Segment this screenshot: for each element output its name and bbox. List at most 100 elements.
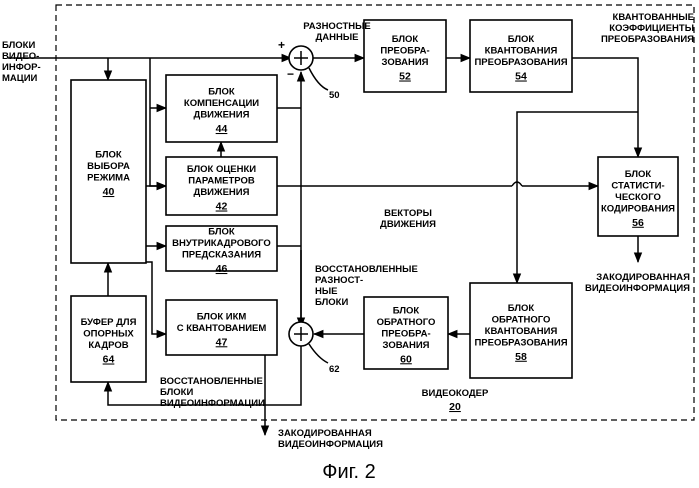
reference-frame-buffer-block-label-line: КАДРОВ <box>88 340 128 351</box>
quantized-coefficients-label: КВАНТОВАННЫЕКОЭФФИЦИЕНТЫПРЕОБРАЗОВАНИЯ <box>601 12 694 45</box>
quantization-block-label-line: БЛОК <box>508 34 535 45</box>
inverse-transform-block-label-line: ЗОВАНИЯ <box>383 340 430 351</box>
reconstructed-residual-label-line: НЫЕ <box>315 286 338 297</box>
leader-62 <box>309 344 328 363</box>
plus-sign: + <box>278 38 285 52</box>
inverse-transform-block-number: 60 <box>400 353 412 365</box>
mode-select-block-label-line: БЛОК <box>95 150 122 161</box>
mode-select-block-label-line: РЕЖИМА <box>87 173 130 184</box>
encoder-label: ВИДЕОКОДЕР <box>422 388 489 399</box>
motion-compensation-block-label-line: КОМПЕНСАЦИИ <box>184 98 259 109</box>
transform-block-label-line: БЛОК <box>392 34 419 45</box>
blocks: БЛОКВЫБОРАРЕЖИМА40БЛОККОМПЕНСАЦИИДВИЖЕНИ… <box>71 20 678 382</box>
motion-compensation-block-label-line: ДВИЖЕНИЯ <box>194 110 250 121</box>
motion-compensation-block-label-line: БЛОК <box>208 87 235 98</box>
quantized-coefficients-label-line: КОЭФФИЦИЕНТЫ <box>609 23 694 34</box>
pcm-quantization-block: БЛОК ИКМС КВАНТОВАНИЕМ 47 <box>166 300 277 355</box>
leader-50 <box>309 68 328 90</box>
encoded-video-bottom-label: ЗАКОДИРОВАННАЯВИДЕОИНФОРМАЦИЯ <box>278 428 383 450</box>
reconstructed-residual-label-line: ВОССТАНОВЛЕННЫЕ <box>315 264 418 275</box>
residual-data-label-line: ДАННЫЕ <box>316 32 359 43</box>
inverse-quantization-block-label-line: БЛОК <box>508 303 535 314</box>
intra-prediction-block-label-line: ВНУТРИКАДРОВОГО <box>172 238 271 249</box>
inverse-quantization-block-number: 58 <box>515 351 527 363</box>
pcm-quantization-block-number: 47 <box>216 336 228 348</box>
reconstructed-blocks-label-line: БЛОКИ <box>160 387 193 398</box>
inverse-quantization-block-label-line: ОБРАТНОГО <box>492 314 551 325</box>
input-label-line: МАЦИИ <box>2 73 38 84</box>
inverse-transform-block-label-line: ОБРАТНОГО <box>377 317 436 328</box>
reconstructed-blocks-label-line: ВОССТАНОВЛЕННЫЕ <box>160 376 263 387</box>
encoded-video-bottom-label-line: ВИДЕОИНФОРМАЦИЯ <box>278 439 383 450</box>
inverse-quantization-block-label-line: КВАНТОВАНИЯ <box>485 326 558 337</box>
minus-sign: − <box>287 67 294 81</box>
intra-prediction-block-label-line: ПРЕДСКАЗАНИЯ <box>182 250 261 261</box>
motion-compensation-block-number: 44 <box>216 123 228 135</box>
transform-block-number: 52 <box>399 71 411 83</box>
wire-quant-to-entropy <box>572 58 638 157</box>
motion-vectors-label-line: ДВИЖЕНИЯ <box>380 219 436 230</box>
reference-frame-buffer-block-label-line: ОПОРНЫХ <box>83 329 134 340</box>
encoder-number: 20 <box>449 401 461 413</box>
inverse-transform-block-label-line: ПРЕОБРА- <box>381 328 430 339</box>
encoded-video-right-label: ЗАКОДИРОВАННАЯВИДЕОИНФОРМАЦИЯ <box>585 272 690 294</box>
pcm-quantization-block-label-line: С КВАНТОВАНИЕМ <box>177 323 267 334</box>
entropy-coding-block-label-line: КОДИРОВАНИЯ <box>601 203 675 214</box>
reconstructed-blocks-label-line: ВИДЕОИНФОРМАЦИИ <box>160 398 265 409</box>
inverse-transform-block: БЛОКОБРАТНОГОПРЕОБРА-ЗОВАНИЯ 60 <box>364 297 448 369</box>
input-label-line: БЛОКИ <box>2 40 35 51</box>
mode-select-block: БЛОКВЫБОРАРЕЖИМА 40 <box>71 80 146 263</box>
figure-caption: Фиг. 2 <box>322 461 375 483</box>
motion-estimation-block-label-line: ПАРАМЕТРОВ <box>188 176 255 187</box>
motion-estimation-block-label-line: ДВИЖЕНИЯ <box>194 187 250 198</box>
input-label: БЛОКИВИДЕО-ИНФОР-МАЦИИ <box>2 40 41 84</box>
input-label-line: ИНФОР- <box>2 62 41 73</box>
motion-estimation-block-label-line: БЛОК ОЦЕНКИ <box>187 164 256 175</box>
quantized-coefficients-label-line: КВАНТОВАННЫЕ <box>613 12 694 23</box>
residual-data-label-line: РАЗНОСТНЫЕ <box>303 21 371 32</box>
residual-data-label: РАЗНОСТНЫЕДАННЫЕ <box>303 21 371 43</box>
quantized-coefficients-label-line: ПРЕОБРАЗОВАНИЯ <box>601 34 694 45</box>
quantization-block-label-line: КВАНТОВАНИЯ <box>485 46 558 57</box>
transform-block-label-line: ЗОВАНИЯ <box>382 57 429 68</box>
encoded-video-right-label-line: ВИДЕОИНФОРМАЦИЯ <box>585 283 690 294</box>
intra-prediction-block-label-line: БЛОК <box>208 227 235 238</box>
wire-mode-to-pcm <box>146 262 166 334</box>
intra-prediction-block-number: 46 <box>216 263 228 275</box>
quantization-block-label-line: ПРЕОБРАЗОВАНИЯ <box>474 57 567 68</box>
transform-block: БЛОКПРЕОБРА-ЗОВАНИЯ 52 <box>364 20 446 92</box>
summer-bottom <box>289 322 313 346</box>
entropy-coding-block: БЛОКСТАТИСТИ-ЧЕСКОГОКОДИРОВАНИЯ 56 <box>598 157 678 236</box>
quantization-block: БЛОККВАНТОВАНИЯПРЕОБРАЗОВАНИЯ 54 <box>470 20 572 92</box>
entropy-coding-block-label-line: СТАТИСТИ- <box>611 180 664 191</box>
mode-select-block-label-line: ВЫБОРА <box>87 161 130 172</box>
entropy-coding-block-label-line: БЛОК <box>625 169 652 180</box>
reference-frame-buffer-block-label-line: БУФЕР ДЛЯ <box>81 317 137 328</box>
transform-block-label-line: ПРЕОБРА- <box>380 46 429 57</box>
entropy-coding-block-label-line: ЧЕСКОГО <box>615 192 661 203</box>
encoded-video-bottom-label-line: ЗАКОДИРОВАННАЯ <box>278 428 372 439</box>
reconstructed-residual-label-line: БЛОКИ <box>315 297 348 308</box>
wire-input-to-motion <box>150 58 166 186</box>
entropy-coding-block-number: 56 <box>632 217 644 229</box>
summer-bottom-number: 62 <box>329 364 340 375</box>
motion-compensation-block: БЛОККОМПЕНСАЦИИДВИЖЕНИЯ 44 <box>166 75 277 142</box>
motion-vectors-label: ВЕКТОРЫДВИЖЕНИЯ <box>380 208 436 230</box>
quantization-block-number: 54 <box>515 71 527 83</box>
intra-prediction-block: БЛОКВНУТРИКАДРОВОГОПРЕДСКАЗАНИЯ 46 <box>166 226 277 275</box>
motion-vectors-label-line: ВЕКТОРЫ <box>384 208 432 219</box>
reference-frame-buffer-block-number: 64 <box>103 354 115 366</box>
motion-estimation-block: БЛОК ОЦЕНКИПАРАМЕТРОВДВИЖЕНИЯ 42 <box>166 157 277 215</box>
inverse-transform-block-label-line: БЛОК <box>393 305 420 316</box>
inverse-quantization-block: БЛОКОБРАТНОГОКВАНТОВАНИЯПРЕОБРАЗОВАНИЯ 58 <box>470 283 572 378</box>
reconstructed-residual-label-line: РАЗНОСТ- <box>315 275 363 286</box>
encoded-video-right-label-line: ЗАКОДИРОВАННАЯ <box>596 272 690 283</box>
input-label-line: ВИДЕО- <box>2 51 39 62</box>
pcm-quantization-block-label-line: БЛОК ИКМ <box>197 311 247 322</box>
mode-select-block-number: 40 <box>103 186 115 198</box>
reconstructed-blocks-label: ВОССТАНОВЛЕННЫЕБЛОКИВИДЕОИНФОРМАЦИИ <box>160 376 265 409</box>
motion-estimation-block-number: 42 <box>216 201 228 213</box>
inverse-quantization-block-label-line: ПРЕОБРАЗОВАНИЯ <box>474 337 567 348</box>
reference-frame-buffer-block: БУФЕР ДЛЯОПОРНЫХКАДРОВ 64 <box>71 296 146 382</box>
